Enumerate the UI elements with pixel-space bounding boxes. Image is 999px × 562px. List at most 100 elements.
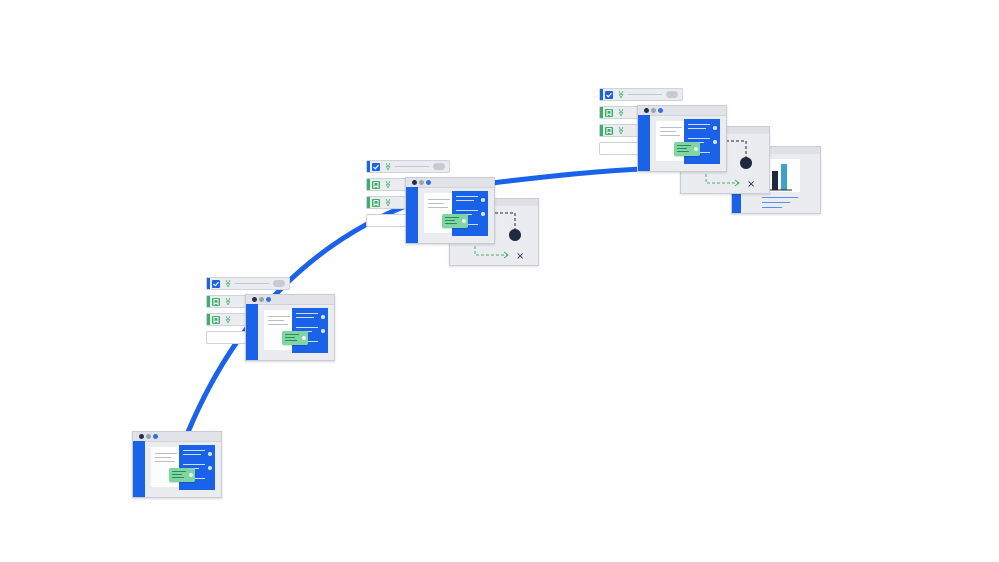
window-dot [419,180,424,185]
row-accent [367,161,370,172]
window-dot [651,108,656,113]
window-dot [266,297,271,302]
bubble-line [285,337,295,338]
bubble-dot [462,219,466,223]
text-line [660,131,676,132]
text-line [660,127,682,128]
panel-dot [713,140,717,144]
text-line [628,94,662,95]
checklist-row [599,142,639,155]
panel-line [296,313,318,314]
chart-bar [781,164,787,190]
panel-line [456,196,478,197]
window-titlebar [246,295,334,305]
bubble-dot [189,473,193,477]
window-sidebar [406,187,418,243]
window-sidebar [133,441,145,497]
panel-line [183,454,201,455]
close-x-icon: × [747,179,755,190]
report-titlebar [732,147,820,154]
checklist-row [206,331,246,344]
text-line [268,316,290,317]
row-accent [207,296,210,307]
panel-line [296,327,318,328]
window-dots-icon [412,180,417,185]
list-panel [179,445,215,490]
bookmark-icon [372,181,380,189]
toggle-icon [433,163,445,170]
row-accent [600,107,603,118]
stage-4-window [637,105,727,172]
stage-1-window [132,431,222,498]
window-dot [658,108,663,113]
text-line [428,203,444,204]
bubble-line [677,151,689,152]
checklist-row: ≫ [599,88,683,101]
window-titlebar [133,432,221,442]
chevron-icon: ≫ [383,162,393,171]
flow-connector [474,241,507,256]
row-accent [600,89,603,100]
chat-bubble [282,331,308,345]
panel-line [688,124,710,125]
panel-dot [321,315,325,319]
panel-dot [208,452,212,456]
bookmark-icon [605,109,613,117]
chevron-icon: ≫ [616,108,626,117]
window-dot [259,297,264,302]
bubble-line [445,220,455,221]
text-line [155,461,175,462]
text-line [235,283,269,284]
bubble-line [677,148,687,149]
text-line [395,166,429,167]
bubble-line [172,474,182,475]
panel-line [456,210,478,211]
report-line [762,197,798,198]
report-line [762,207,782,208]
window-dot [426,180,431,185]
chat-bubble [169,468,195,482]
chat-bubble [442,214,468,228]
stage-3-window [405,177,495,244]
flow-connector [485,212,516,229]
bubble-dot [302,336,306,340]
chevron-icon: ≫ [383,198,393,207]
chevron-icon: ≫ [616,126,626,135]
bubble-line [285,340,297,341]
bubble-dot [694,147,698,151]
row-accent [367,197,370,208]
arrow-icon [503,251,509,259]
panel-dot [481,198,485,202]
close-x-icon: × [516,251,524,262]
text-line [268,320,284,321]
panel-line [183,450,205,451]
panel-dot [481,212,485,216]
panel-dot [321,329,325,333]
chart-bar [772,171,778,190]
window-titlebar [638,106,726,116]
bar-chart-icon [766,164,792,191]
chevron-icon: ≫ [223,315,233,324]
chat-bubble [674,142,700,156]
chevron-icon: ≫ [383,180,393,189]
report-line [762,202,790,203]
flow-node [509,229,521,241]
row-accent [207,314,210,325]
toggle-icon [666,91,678,98]
text-line [268,324,288,325]
panel-line [456,200,474,201]
window-dots-icon [644,108,649,113]
bookmark-icon [605,127,613,135]
chevron-icon: ≫ [223,279,233,288]
bookmark-icon [372,199,380,207]
row-accent [207,278,210,289]
checklist-row: ≫ [366,160,450,173]
window-dots-icon [252,297,257,302]
bubble-line [172,471,186,472]
toggle-icon [273,280,285,287]
row-accent [600,125,603,136]
chevron-icon: ≫ [223,297,233,306]
bubble-line [172,477,184,478]
bubble-line [677,145,691,146]
panel-dot [713,126,717,130]
